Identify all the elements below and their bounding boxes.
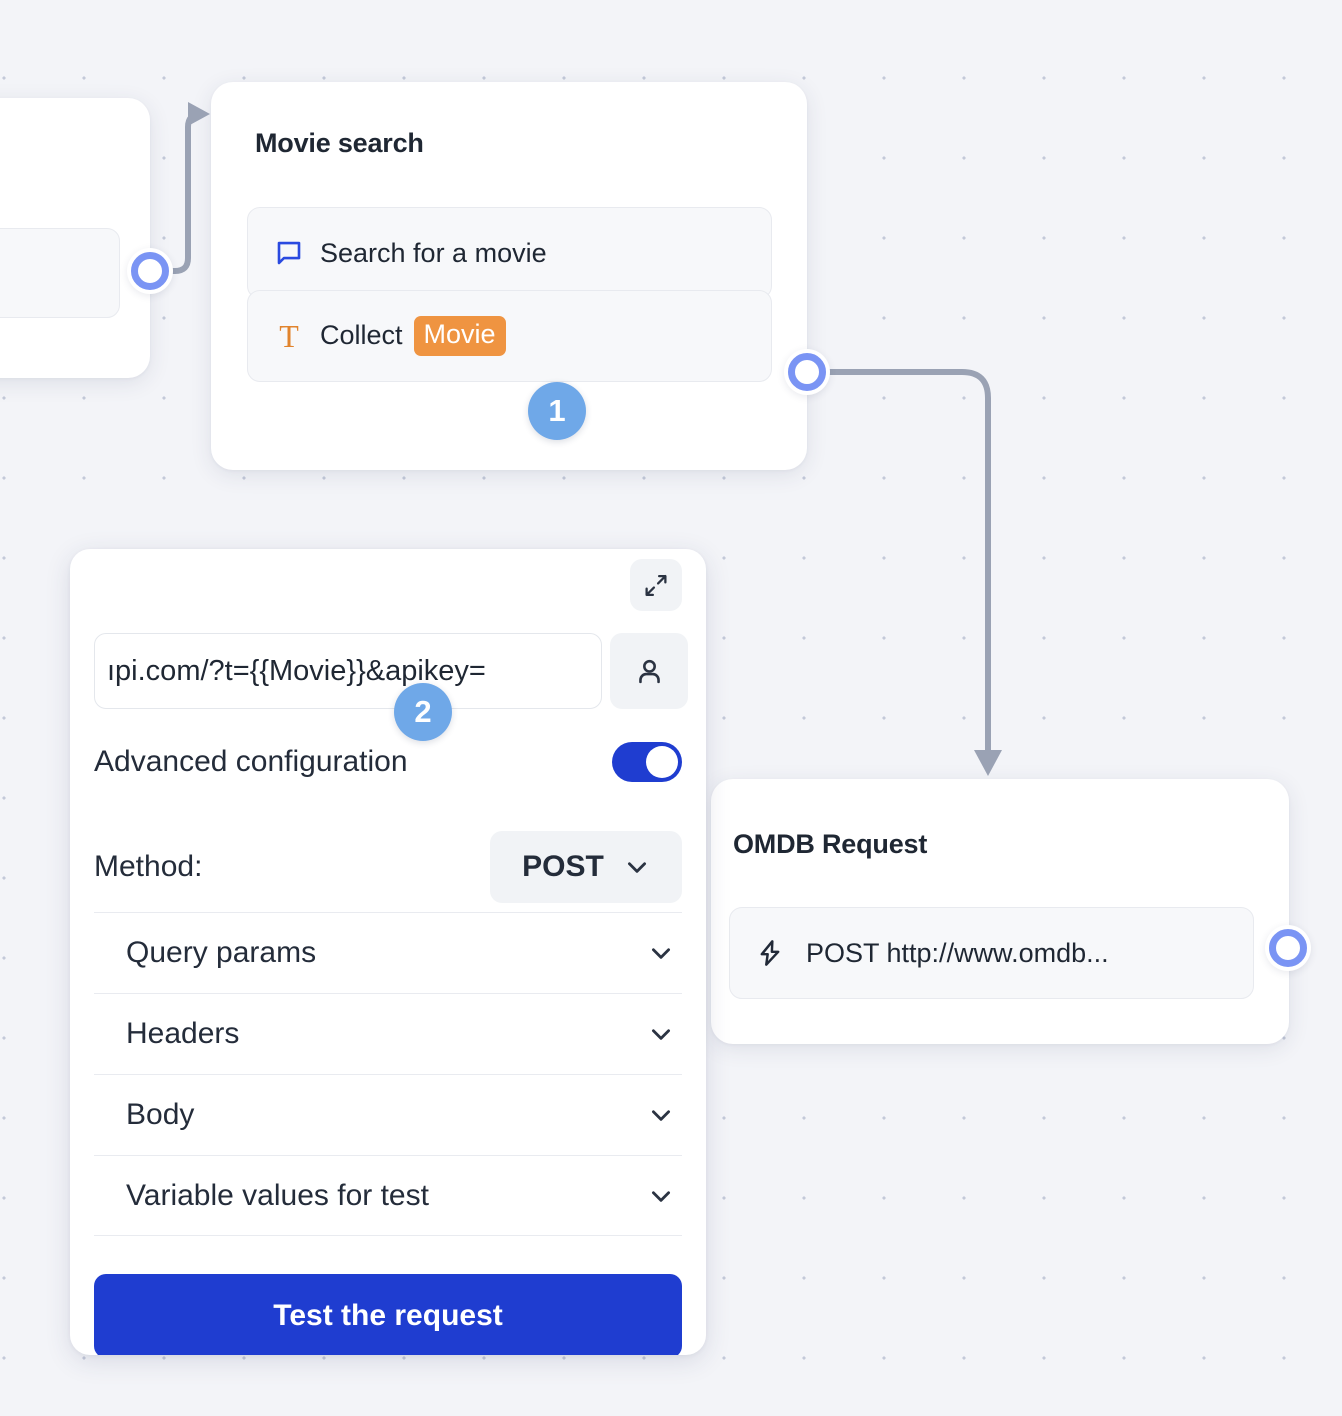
expand-panel-button[interactable] — [630, 559, 682, 611]
accordion-query-params[interactable]: Query params — [94, 912, 682, 993]
connector-dot-omdb-request-output[interactable] — [1265, 925, 1311, 971]
test-the-request-button[interactable]: Test the request — [94, 1274, 682, 1355]
person-icon — [634, 656, 665, 687]
accordion-variable-values-for-test[interactable]: Variable values for test — [94, 1155, 682, 1236]
request-configuration-panel[interactable]: Advanced configuration Method: POST Quer… — [70, 549, 706, 1355]
step-badge-2: 2 — [394, 683, 452, 741]
chevron-down-icon — [648, 1021, 674, 1047]
accordion-query-params-label: Query params — [126, 936, 316, 970]
method-row: Method: POST — [94, 831, 682, 903]
advanced-configuration-toggle[interactable] — [612, 742, 682, 782]
advanced-configuration-label: Advanced configuration — [94, 745, 408, 779]
method-label: Method: — [94, 850, 202, 884]
connector-dot-previous-node-output[interactable] — [127, 248, 173, 294]
method-select[interactable]: POST — [490, 831, 682, 903]
request-url-input[interactable] — [94, 633, 602, 709]
chevron-down-icon — [624, 854, 650, 880]
request-auth-button[interactable] — [610, 633, 688, 709]
accordion-body[interactable]: Body — [94, 1074, 682, 1155]
method-selected-value: POST — [522, 850, 604, 884]
expand-diagonal-icon — [643, 573, 669, 598]
step-badge-1: 1 — [528, 382, 586, 440]
advanced-configuration-row: Advanced configuration — [94, 742, 682, 782]
request-accordion-list: Query params Headers Body Variable value… — [94, 912, 682, 1236]
accordion-headers-label: Headers — [126, 1017, 239, 1051]
accordion-variable-values-label: Variable values for test — [126, 1179, 429, 1213]
accordion-headers[interactable]: Headers — [94, 993, 682, 1074]
chevron-down-icon — [648, 1183, 674, 1209]
accordion-body-label: Body — [126, 1098, 194, 1132]
chevron-down-icon — [648, 940, 674, 966]
chevron-down-icon — [648, 1102, 674, 1128]
connector-dot-movie-search-output[interactable] — [784, 349, 830, 395]
request-url-row — [94, 633, 688, 709]
